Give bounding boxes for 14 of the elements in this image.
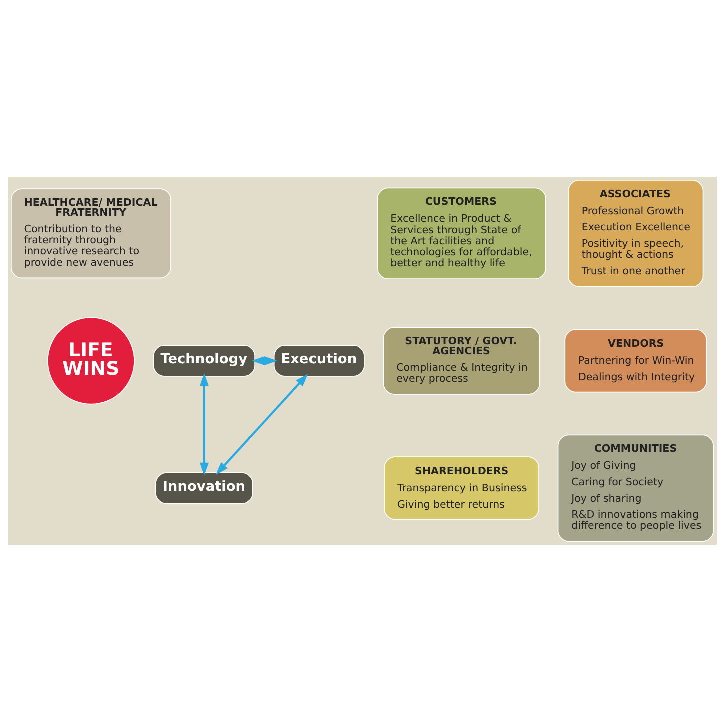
node-box: VENDORS Partnering for Win-Win Dealings with Integrity (564, 329, 708, 393)
node-box: COMMUNITIES Joy of Giving Caring for Society Joy of sharing R&D innovations making difference to people lives (558, 434, 714, 542)
node-box: Execution (274, 345, 365, 377)
node-box: SHAREHOLDERS Transparency in Business Giving better returns (384, 456, 540, 520)
node-box: CUSTOMERS Excellence in Product & Services through State of the Art facilities and technologies for affordable, better and healthy life (377, 188, 546, 280)
node-circle: LIFE WINS (47, 317, 135, 405)
node-box: HEALTHCARE/ MEDICAL FRATERNITY Contribution to the fraternity through innovative research to provide new avenues (11, 188, 172, 279)
node-box: ASSOCIATES Professional Growth Execution Excellence Positivity in speech, thought & actions Trust in one another (568, 180, 704, 288)
node-box: STATUTORY / GOVT. AGENCIES Compliance & Integrity in every process (383, 327, 540, 395)
node-box: Innovation (156, 472, 254, 504)
arrow (216, 374, 308, 475)
arrow (252, 356, 278, 366)
node-box: Technology (153, 345, 256, 377)
arrow (200, 373, 209, 476)
